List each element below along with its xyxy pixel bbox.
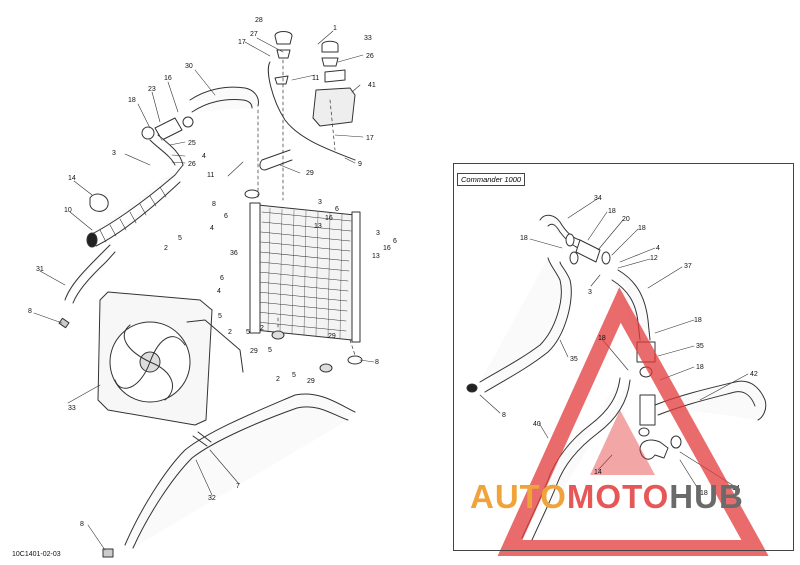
callout-3c: 3 xyxy=(376,230,380,237)
fan-wire xyxy=(186,319,244,373)
callout-17a: 17 xyxy=(238,39,246,46)
inset-callout-4: 4 xyxy=(656,245,660,252)
callout-5a: 5 xyxy=(178,235,182,242)
callout-6a: 6 xyxy=(335,206,339,213)
callout-1: 1 xyxy=(333,25,337,32)
callout-13a: 13 xyxy=(314,223,322,230)
callout-13b: 13 xyxy=(372,253,380,260)
overflow-hose xyxy=(267,61,356,161)
callout-9: 9 xyxy=(358,161,362,168)
callout-2b: 2 xyxy=(260,325,264,332)
callout-6d: 6 xyxy=(220,275,224,282)
callout-29b: 29 xyxy=(250,348,258,355)
callout-16a: 16 xyxy=(164,75,172,82)
callout-22: 25 xyxy=(188,140,196,147)
callout-4b: 4 xyxy=(210,225,214,232)
inset-callout-8: 8 xyxy=(502,412,506,419)
callout-32: 32 xyxy=(208,495,216,502)
callout-25: 27 xyxy=(250,31,258,38)
corrugated-hose xyxy=(89,164,184,247)
drawing-code: 10C1401-02-03 xyxy=(12,551,61,558)
callout-16c: 16 xyxy=(383,245,391,252)
callout-11b: 11 xyxy=(207,172,214,179)
watermark-part1: AUTO xyxy=(470,478,567,515)
callout-18: 18 xyxy=(128,97,136,104)
callout-29a: 29 xyxy=(328,333,336,340)
callout-10: 10 xyxy=(64,207,72,214)
callout-2c: 2 xyxy=(228,329,232,336)
callout-14: 14 xyxy=(68,175,76,182)
inset-callout-18d: 18 xyxy=(694,317,702,324)
radiator-cap xyxy=(274,31,293,45)
callout-8c: 8 xyxy=(375,359,379,366)
inset-callout-14b: 14 xyxy=(732,485,740,492)
coolant-reservoir xyxy=(312,69,356,127)
inset-callout-12: 12 xyxy=(650,255,658,262)
inset-callout-18g: 18 xyxy=(700,490,708,497)
callout-7: 7 xyxy=(236,483,240,490)
callout-36: 36 xyxy=(230,250,238,257)
inset-callout-39: 40 xyxy=(533,421,541,428)
callout-2d: 2 xyxy=(276,376,280,383)
watermark-text: AUTOMOTOHUB xyxy=(470,478,744,516)
callout-5d: 5 xyxy=(268,347,272,354)
callout-2a: 2 xyxy=(164,245,168,252)
inset-callout-18c: 18 xyxy=(520,235,528,242)
inset-callouts: 34 18 20 18 18 4 12 37 3 18 18 35 35 18 … xyxy=(502,195,758,497)
inset-callout-18a: 18 xyxy=(608,208,616,215)
callout-33: 33 xyxy=(68,405,76,412)
callout-8a: 8 xyxy=(212,201,216,208)
callout-4a: 4 xyxy=(202,153,206,160)
inset-title: Commander 1000 xyxy=(457,173,526,186)
callout-8d: 8 xyxy=(80,521,84,528)
callout-26: 28 xyxy=(255,17,263,24)
main-callouts: 28 1 27 17 33 26 30 11 16 41 23 18 17 25… xyxy=(28,17,397,528)
callout-29c: 29 xyxy=(307,378,315,385)
inset-callout-42: 42 xyxy=(750,371,758,378)
callout-6c: 6 xyxy=(393,238,397,245)
callout-3b: 3 xyxy=(318,199,322,206)
callout-5e: 5 xyxy=(292,372,296,379)
callout-23a: 26 xyxy=(366,53,374,60)
callout-3a: 3 xyxy=(112,150,116,157)
watermark-logo xyxy=(497,287,769,556)
callout-27: 29 xyxy=(306,170,314,177)
callout-30: 31 xyxy=(36,266,44,273)
callout-11a: 11 xyxy=(312,75,319,82)
callout-4c: 4 xyxy=(217,288,221,295)
callout-31: 33 xyxy=(364,35,372,42)
inset-callout-18b: 18 xyxy=(638,225,646,232)
inset-frame xyxy=(453,163,794,551)
callout-21: 23 xyxy=(148,86,156,93)
callout-41: 41 xyxy=(368,82,376,89)
callout-28: 30 xyxy=(185,63,193,70)
upper-hose xyxy=(189,86,259,113)
inset-callout-20: 20 xyxy=(622,216,630,223)
inset-callout-18f: 18 xyxy=(696,364,704,371)
inset-callout-37: 35 xyxy=(696,343,704,350)
lower-hose xyxy=(124,393,356,549)
callout-16b: 16 xyxy=(325,215,333,222)
inset-callout-34: 34 xyxy=(594,195,602,202)
callout-17b: 17 xyxy=(366,135,374,142)
callout-5c: 5 xyxy=(246,329,250,336)
radiator xyxy=(249,202,361,343)
fan-shroud xyxy=(97,291,213,426)
inset-callout-40: 37 xyxy=(684,263,692,270)
callout-6b: 6 xyxy=(224,213,228,220)
watermark-part2: MOTO xyxy=(566,478,670,515)
callout-5b: 5 xyxy=(218,313,222,320)
callout-23b: 26 xyxy=(188,161,196,168)
inset-callout-18e: 18 xyxy=(598,335,606,342)
callout-8b: 8 xyxy=(28,308,32,315)
inset-callout-35: 35 xyxy=(570,356,578,363)
inset-callout-14a: 14 xyxy=(594,469,602,476)
watermark-part3: HUB xyxy=(669,478,744,515)
inset-callout-3: 3 xyxy=(588,289,592,296)
